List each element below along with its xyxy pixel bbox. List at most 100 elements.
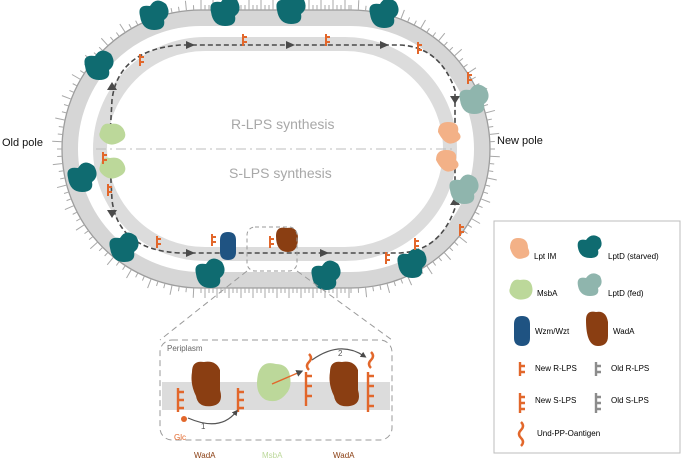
old-lps-spike [52,140,63,143]
r-lps-path [109,44,456,137]
new-r-lps-icon [518,362,525,376]
old-lps-spike [135,20,139,26]
old-r-lps-icon [594,362,601,376]
lps-glyph [366,372,374,412]
inset-focus-box [246,226,298,272]
new-lps-molecule [417,42,422,54]
new-lps-molecule [156,236,161,248]
old-lps-spike [115,32,120,37]
lptd-starved-icon [109,232,139,262]
legend-label: LptD (fed) [608,289,644,298]
old-lps-spike [426,27,430,33]
old-lps-spike [64,205,75,211]
outer-membrane [62,10,490,288]
old-lps-spike [100,37,109,47]
old-lps-spike [98,246,104,252]
legend-label: MsbA [537,289,558,298]
r-lps-synthesis-label: R-LPS synthesis [231,116,334,132]
legend-label: Und-PP-Oantigen [537,429,600,438]
legend-label: New S-LPS [535,396,576,405]
old-lps-spike [453,48,463,57]
old-lps-spike [169,284,173,295]
old-lps-spike [119,23,126,33]
old-lps-spike [357,0,360,11]
old-lps-spike [115,261,120,266]
transport-paths [107,41,460,257]
old-lps-spike [443,251,452,261]
old-lps-spike [61,95,72,100]
old-lps-spike [443,41,448,47]
lptd-starved-icon [276,0,306,24]
old-lps-spike [393,281,396,287]
old-lps-spike [489,163,495,165]
old-lps-spike [485,109,496,114]
wada-icon [586,311,608,346]
old-lps-spike [432,32,437,37]
old-lps-spike [489,155,500,158]
old-pole-label: Old pole [2,137,43,149]
legend-label: New R-LPS [535,364,577,373]
old-lps-spike [122,265,126,271]
arrowhead [186,41,195,49]
old-lps-spike [106,256,114,266]
lpt-im-icon [438,122,461,144]
arrowhead [286,41,295,49]
old-lps-spike [126,269,132,279]
old-lps-spike [438,32,446,42]
glc-label: Glc [174,433,186,442]
old-lps-spike [463,230,468,235]
periplasm-label: Periplasm [167,344,203,353]
step2-arrow [311,348,367,361]
old-lps-spike [413,20,417,26]
glc-dot [181,416,187,422]
lptd-fed-icon [449,174,479,204]
lpt-im-icon [510,238,530,259]
legend: Lpt IM LptD (starved) MsbA LptD (fed) Wz… [493,220,681,454]
old-lps-spike [185,287,187,293]
old-lps-spike [458,57,464,62]
old-lps-spike [486,177,497,181]
msba-icon [509,279,533,300]
old-lps-spike [448,46,454,52]
old-lps-spike [477,205,483,209]
new-lps-molecule [459,224,464,236]
old-lps-spike [61,111,67,114]
old-lps-spike [71,74,81,80]
old-s-lps-icon [594,393,601,413]
new-lps-molecule [385,252,390,264]
old-lps-spike [426,265,433,275]
old-lps-spike [89,241,99,250]
new-lps-molecule [242,34,247,46]
old-lps-spike [488,125,494,128]
old-lps-spike [480,198,491,203]
arrowhead [450,96,460,104]
old-lps-spike [135,272,139,278]
old-lps-spike [483,191,489,194]
wzm-wzt-icon [220,232,236,260]
old-lps-spike [79,70,85,74]
new-lps-molecules [102,34,472,264]
old-lps-spike [365,287,368,298]
old-lps-spike [453,241,459,246]
cell-envelope [52,0,500,298]
zoom-connector [159,270,248,341]
old-lps-spike [177,286,180,292]
lptd-starved-icon [311,260,341,290]
old-lps-spike [104,251,109,257]
old-lps-spike [55,117,66,121]
lptd-starved-icon [84,50,114,80]
old-lps-spike [420,19,426,29]
old-lps-spike [458,236,468,244]
old-lps-spike [463,63,468,68]
old-lps-spike [471,76,476,80]
old-lps-spike [184,0,187,11]
wada-icon [329,361,359,407]
wada-left-label: WadA [194,451,216,460]
lptd-starved-icon [577,235,602,258]
old-lps-spike [372,286,375,292]
msba-icon [99,123,126,145]
old-lps-spike [57,133,63,135]
old-lps-spike [141,275,145,281]
